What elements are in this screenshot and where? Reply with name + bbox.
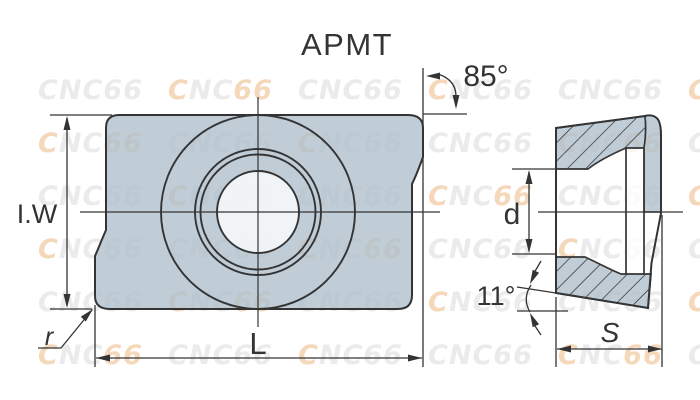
label-inscribed-width: I.W xyxy=(17,199,58,229)
side-view: d 11° S xyxy=(477,114,683,367)
dimension-inscribed-width: I.W xyxy=(17,114,112,310)
upper-section-hatch xyxy=(556,116,646,169)
dimension-thickness: S xyxy=(555,215,663,367)
front-view: I.W L r 85° xyxy=(17,60,509,367)
bore-far-wall xyxy=(626,148,644,274)
dimension-length: L xyxy=(94,68,424,367)
far-rim-area xyxy=(643,114,662,213)
label-edge-angle: 85° xyxy=(463,60,508,93)
page-title: APMT xyxy=(301,27,394,62)
dimension-edge-angle: 85° xyxy=(423,60,509,115)
label-clearance-angle: 11° xyxy=(477,281,516,311)
dimension-hole-diameter: d xyxy=(504,168,557,255)
label-hole-diameter: d xyxy=(504,198,521,231)
dimension-corner-radius: r xyxy=(38,309,93,351)
label-corner-radius: r xyxy=(45,323,55,351)
dimension-clearance-angle: 11° xyxy=(477,260,568,336)
side-outline xyxy=(555,114,662,310)
label-length: L xyxy=(249,326,266,361)
lower-section-hatch xyxy=(556,257,651,308)
label-thickness: S xyxy=(601,317,620,348)
